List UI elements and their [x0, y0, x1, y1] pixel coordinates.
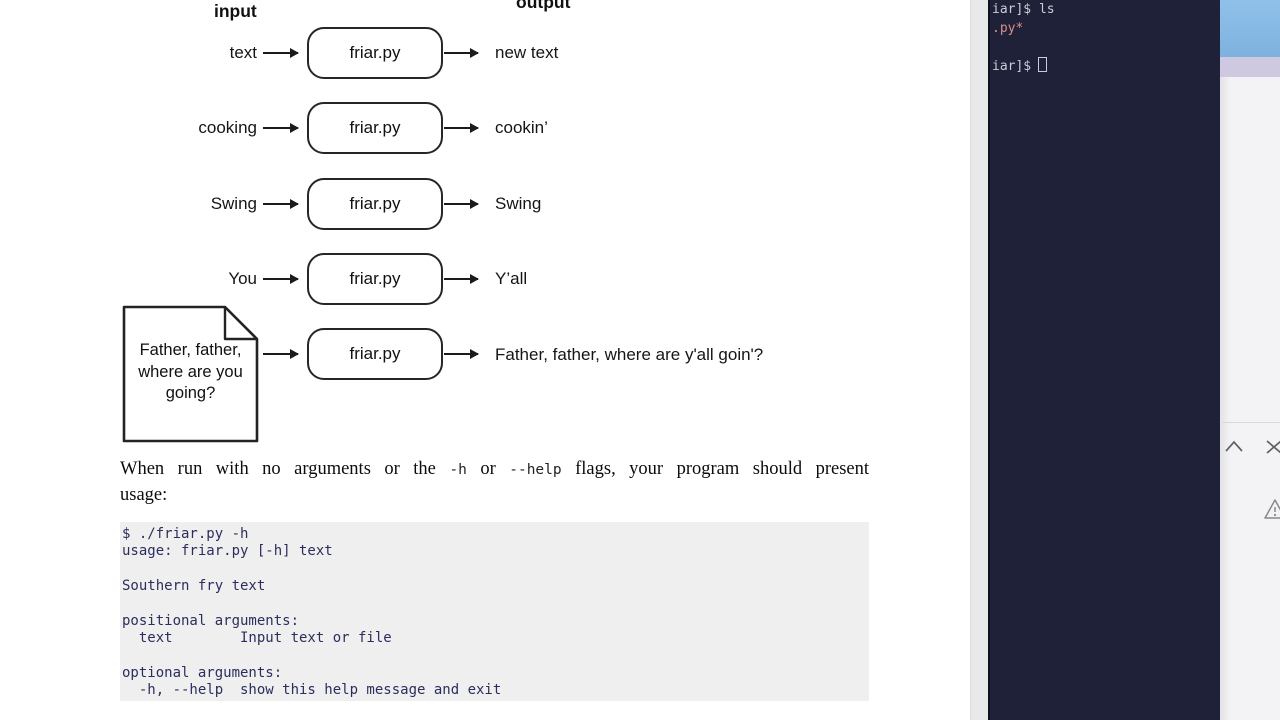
process-box: friar.py: [307, 102, 443, 154]
file-document-text: Father, father, where are you going?: [138, 341, 243, 402]
document-page: input output text friar.py new text cook…: [120, 0, 869, 701]
terminal-prompt-line: iar]$: [992, 57, 1220, 76]
terminal-blank-line: [992, 38, 1220, 57]
background-blue-region: [1220, 0, 1280, 57]
process-box: friar.py: [307, 328, 443, 380]
arrow-right-icon: [444, 274, 479, 284]
background-lavender-strip: [1220, 57, 1280, 77]
terminal-line-file: .py*: [992, 20, 1024, 36]
process-box: friar.py: [307, 27, 443, 79]
close-icon[interactable]: [1264, 438, 1280, 456]
diagram-output-header: output: [516, 0, 571, 12]
process-box: friar.py: [307, 253, 443, 305]
warning-icon[interactable]: [1264, 498, 1280, 522]
diagram-input-label: text: [229, 43, 257, 62]
panel-divider: [1222, 422, 1280, 423]
paragraph-text: flags, your program should present: [561, 459, 869, 479]
diagram-input-label: You: [228, 269, 257, 288]
terminal-line-ls: iar]$ ls: [992, 2, 1055, 17]
arrow-right-icon: [444, 349, 479, 359]
usage-code-text: $ ./friar.py -h usage: friar.py [-h] tex…: [122, 526, 502, 699]
arrow-right-icon: [263, 274, 299, 284]
arrow-right-icon: [263, 123, 299, 133]
diagram-output-label: new text: [495, 43, 559, 62]
arrow-right-icon: [444, 199, 479, 209]
arrow-right-icon: [444, 123, 479, 133]
paragraph-text: When run with no arguments or the: [120, 459, 450, 479]
diagram-output-label: Swing: [495, 194, 542, 213]
paragraph-line-1: When run with no arguments or the -h or …: [120, 457, 869, 483]
chevron-up-icon[interactable]: [1224, 438, 1244, 456]
terminal-cursor: [1038, 57, 1048, 73]
diagram-input-header: input: [214, 1, 257, 21]
arrow-right-icon: [263, 199, 299, 209]
paragraph-line-2: usage:: [120, 484, 168, 505]
file-document-icon: [122, 305, 259, 443]
process-box: friar.py: [307, 178, 443, 230]
arrow-right-icon: [444, 48, 479, 58]
diagram-output-label: cookin’: [495, 118, 548, 137]
arrow-right-icon: [263, 349, 299, 359]
background-panel: [1220, 77, 1280, 720]
arrow-right-icon: [263, 48, 299, 58]
diagram-output-label: Father, father, where are y'all goin'?: [495, 345, 764, 364]
inline-code-h-flag: -h: [449, 462, 467, 478]
diagram-output-label: Y’all: [495, 269, 528, 288]
terminal-prompt: iar]$: [992, 59, 1032, 75]
terminal-window[interactable]: iar]$ ls .py* iar]$: [988, 0, 1220, 720]
background-window-edge: [1220, 0, 1280, 720]
diagram-input-label: Swing: [210, 194, 257, 213]
inline-code-help-flag: --help: [509, 462, 562, 478]
body-paragraph: When run with no arguments or the -h or …: [120, 457, 869, 507]
paragraph-text: or: [466, 459, 510, 479]
usage-code-block: $ ./friar.py -h usage: friar.py [-h] tex…: [120, 522, 869, 701]
diagram-input-label: cooking: [198, 118, 257, 137]
document-scrollbar[interactable]: [970, 0, 988, 720]
